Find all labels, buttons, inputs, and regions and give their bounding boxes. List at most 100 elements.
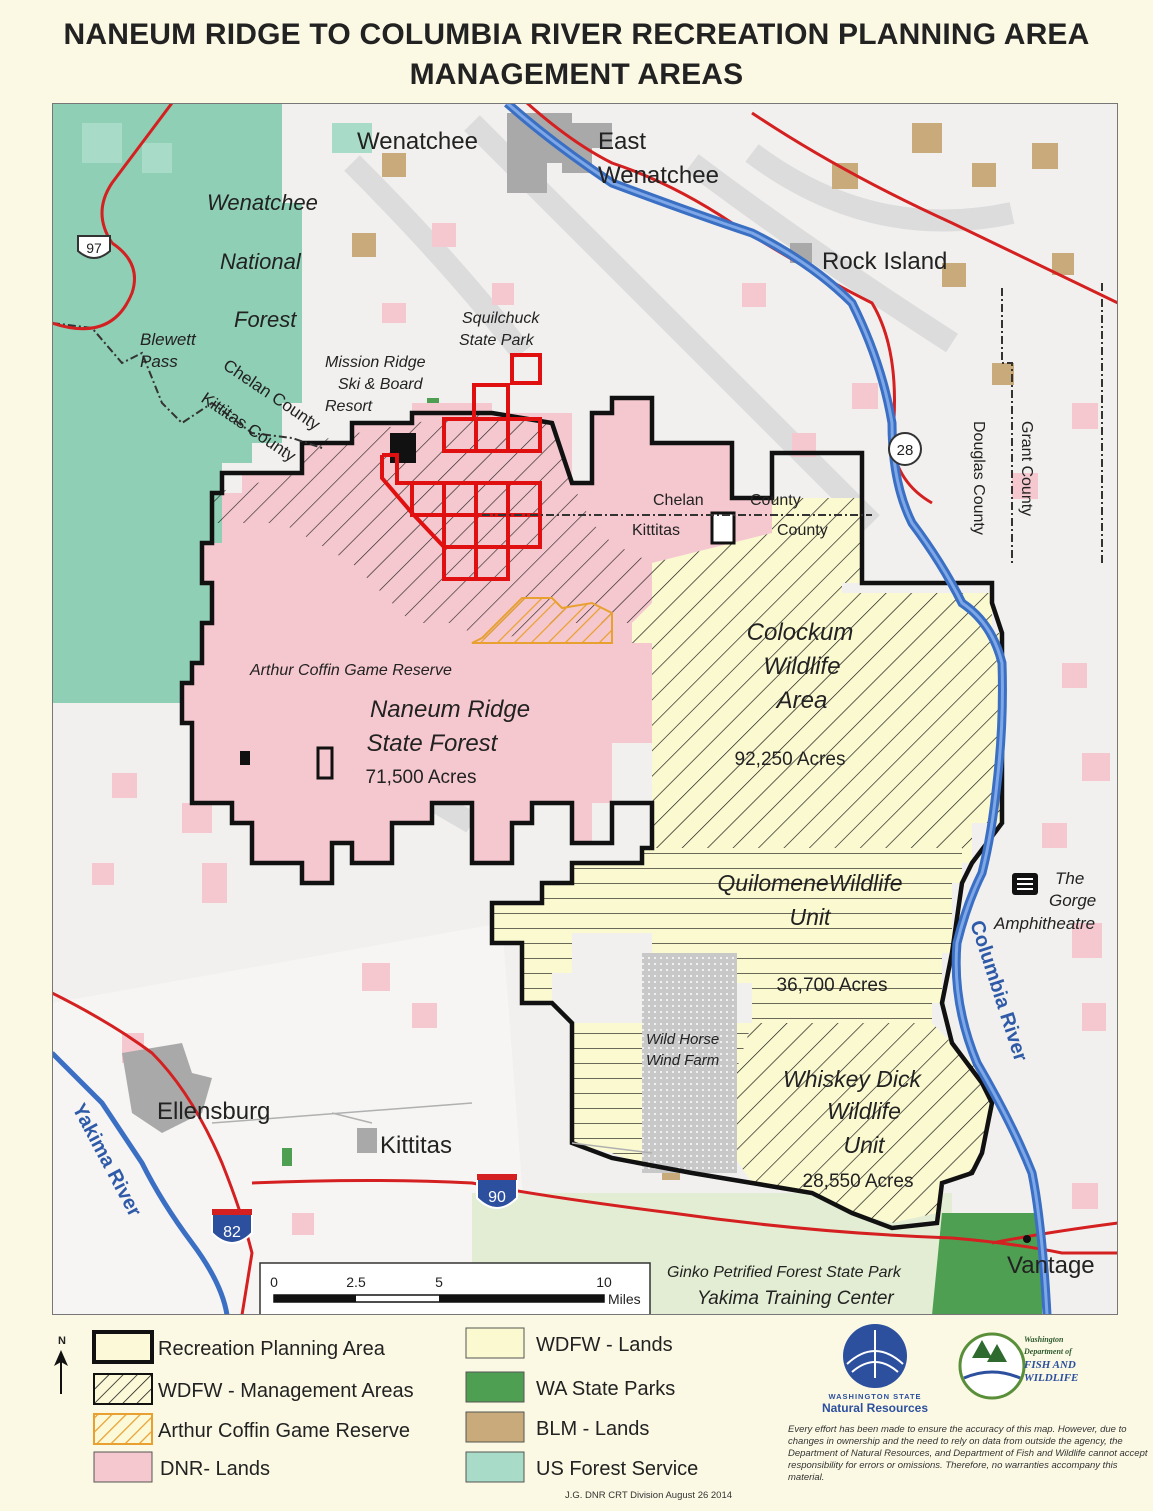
label-kittitas: Kittitas <box>632 522 680 539</box>
label-gorge-1: The <box>1055 869 1084 888</box>
wdfw-logo-line-2: Department of <box>1023 1347 1073 1356</box>
label-east-wenatchee: Wenatchee <box>598 162 719 189</box>
label-squilchuck: Squilchuck <box>462 310 540 327</box>
label-forest-3: Forest <box>234 307 297 332</box>
wenatchee-urban-area <box>507 113 572 193</box>
north-arrow: N <box>54 1335 68 1394</box>
label-wild-horse: Wild Horse <box>646 1031 719 1048</box>
label-whiskey-3: Unit <box>844 1132 887 1158</box>
label-quilomene-2: Unit <box>790 904 833 930</box>
label-county-1: County <box>750 492 801 509</box>
inholding-2 <box>316 746 334 780</box>
north-strip-hatch <box>212 413 652 643</box>
label-vantage: Vantage <box>1007 1252 1095 1279</box>
local-roads <box>211 1102 653 1154</box>
colockum-hatch <box>632 498 1002 863</box>
scale-bar: 0 2.5 5 10 Miles <box>259 1262 651 1315</box>
interstate-82-shield: 82 <box>211 1209 253 1244</box>
label-squilchuck-park: State Park <box>459 332 535 349</box>
chelan-kittitas-county-line <box>52 322 872 516</box>
douglas-grant-county-line <box>1001 283 1103 563</box>
label-colockum-1: Colockum <box>747 619 854 646</box>
recreation-planning-area-outline <box>179 395 1005 1231</box>
label-rock-island: Rock Island <box>822 248 947 275</box>
highway-28-label: 28 <box>897 442 914 459</box>
map-credit: J.G. DNR CRT Division August 26 2014 <box>565 1490 733 1501</box>
wdfw-logo-line-4: WILDLIFE <box>1024 1372 1078 1384</box>
legend-item-dnr: DNR- Lands <box>93 1451 270 1483</box>
label-grant-county: Grant County <box>1018 421 1035 516</box>
scale-tick-2-5: 2.5 <box>346 1274 366 1290</box>
label-gorge-2: Gorge <box>1049 891 1096 910</box>
label-yakima-training: Yakima Training Center <box>697 1288 894 1309</box>
label-colockum-acres: 92,250 Acres <box>735 749 846 770</box>
north-label: N <box>58 1335 66 1347</box>
label-gorge-3: Amphitheatre <box>993 914 1095 933</box>
wild-horse-wind-farm <box>642 953 737 1173</box>
kittitas-urban-area <box>357 1128 377 1153</box>
label-colockum-2: Wildlife <box>763 653 840 680</box>
legend-label-usfs: US Forest Service <box>536 1458 698 1480</box>
map-frame: 97 28 82 90 Wenatchee East Wenatchee Roc… <box>52 103 1118 1315</box>
legend-label-dnr: DNR- Lands <box>160 1458 270 1480</box>
label-blewett-pass: Pass <box>140 352 178 371</box>
label-whiskey-1: Whiskey Dick <box>783 1066 923 1092</box>
label-wenatchee: Wenatchee <box>357 128 478 155</box>
dnr-logo-line-2: Natural Resources <box>822 1401 928 1415</box>
dnr-logo-line-1: WASHINGTON STATE <box>828 1392 921 1401</box>
wdfw-logo-line-3: FISH AND <box>1023 1359 1076 1371</box>
legend-item-rpa: Recreation Planning Area <box>92 1330 386 1364</box>
label-ellensburg: Ellensburg <box>157 1098 270 1125</box>
label-naneum-acres: 71,500 Acres <box>366 767 477 788</box>
label-colockum-3: Area <box>775 687 828 714</box>
legend-label-blm: BLM - Lands <box>536 1418 649 1440</box>
scattered-parcels <box>92 123 1110 1235</box>
label-quilomene-1: QuilomeneWildlife <box>717 870 902 896</box>
legend: N Recreation Planning Area WDFW - Manage… <box>54 1324 1078 1483</box>
map-border <box>52 103 1118 1315</box>
map-title-line-2: MANAGEMENT AREAS <box>409 58 744 91</box>
label-county-2: County <box>777 522 828 539</box>
usfs-tract-north <box>82 123 372 173</box>
hillshade-ridges <box>196 115 1015 833</box>
whiskey-dick-hatch <box>732 1023 992 1223</box>
label-arthur-coffin: Arthur Coffin Game Reserve <box>249 662 452 679</box>
legend-item-wdfw-mgmt: WDFW - Management Areas <box>93 1373 414 1405</box>
legend-item-blm: BLM - Lands <box>465 1411 649 1443</box>
label-kittitas-town: Kittitas <box>380 1132 452 1159</box>
legend-label-arthur-coffin: Arthur Coffin Game Reserve <box>158 1420 410 1442</box>
label-naneum-2: State Forest <box>367 730 499 757</box>
quilomene-hatch <box>492 848 962 1023</box>
gorge-amphitheatre-icon <box>1012 873 1038 895</box>
legend-label-wdfw-mgmt: WDFW - Management Areas <box>158 1380 414 1402</box>
ellensburg-urban-area <box>122 1043 212 1133</box>
highway-28-shield: 28 <box>888 432 922 466</box>
legend-item-state-parks: WA State Parks <box>465 1371 675 1403</box>
scale-unit: Miles <box>608 1291 641 1307</box>
label-naneum-1: Naneum Ridge <box>370 696 530 723</box>
vantage-town-dot <box>1023 1235 1031 1243</box>
label-ginkgo: Ginko Petrified Forest State Park <box>667 1264 902 1281</box>
state-park-tract <box>282 1148 292 1166</box>
label-mission-2: Ski & Board <box>338 376 424 393</box>
scale-tick-5: 5 <box>435 1274 443 1290</box>
interstate-82-label: 82 <box>223 1224 241 1241</box>
legend-item-arthur-coffin: Arthur Coffin Game Reserve <box>93 1413 410 1445</box>
label-whiskey-2: Wildlife <box>827 1098 901 1124</box>
inholding-3 <box>710 511 736 545</box>
dnr-logo: WASHINGTON STATE Natural Resources <box>822 1324 928 1415</box>
scale-tick-10: 10 <box>596 1274 612 1290</box>
label-mission-3: Resort <box>325 398 373 415</box>
label-chelan: Chelan <box>653 492 704 509</box>
label-mission-1: Mission Ridge <box>325 354 426 371</box>
label-wind-farm: Wind Farm <box>646 1052 719 1069</box>
arthur-coffin-game-reserve <box>471 597 613 644</box>
label-east: East <box>598 128 646 155</box>
disclaimer-text: Every effort has been made to ensure the… <box>788 1424 1148 1483</box>
map-title-line-1: NANEUM RIDGE TO COLUMBIA RIVER RECREATIO… <box>63 18 1090 51</box>
legend-item-usfs: US Forest Service <box>465 1451 698 1483</box>
label-douglas-county: Douglas County <box>970 421 987 535</box>
highway-97-label: 97 <box>86 240 102 256</box>
mission-ridge-resort-block <box>390 433 416 463</box>
interstate-90-label: 90 <box>488 1189 506 1206</box>
